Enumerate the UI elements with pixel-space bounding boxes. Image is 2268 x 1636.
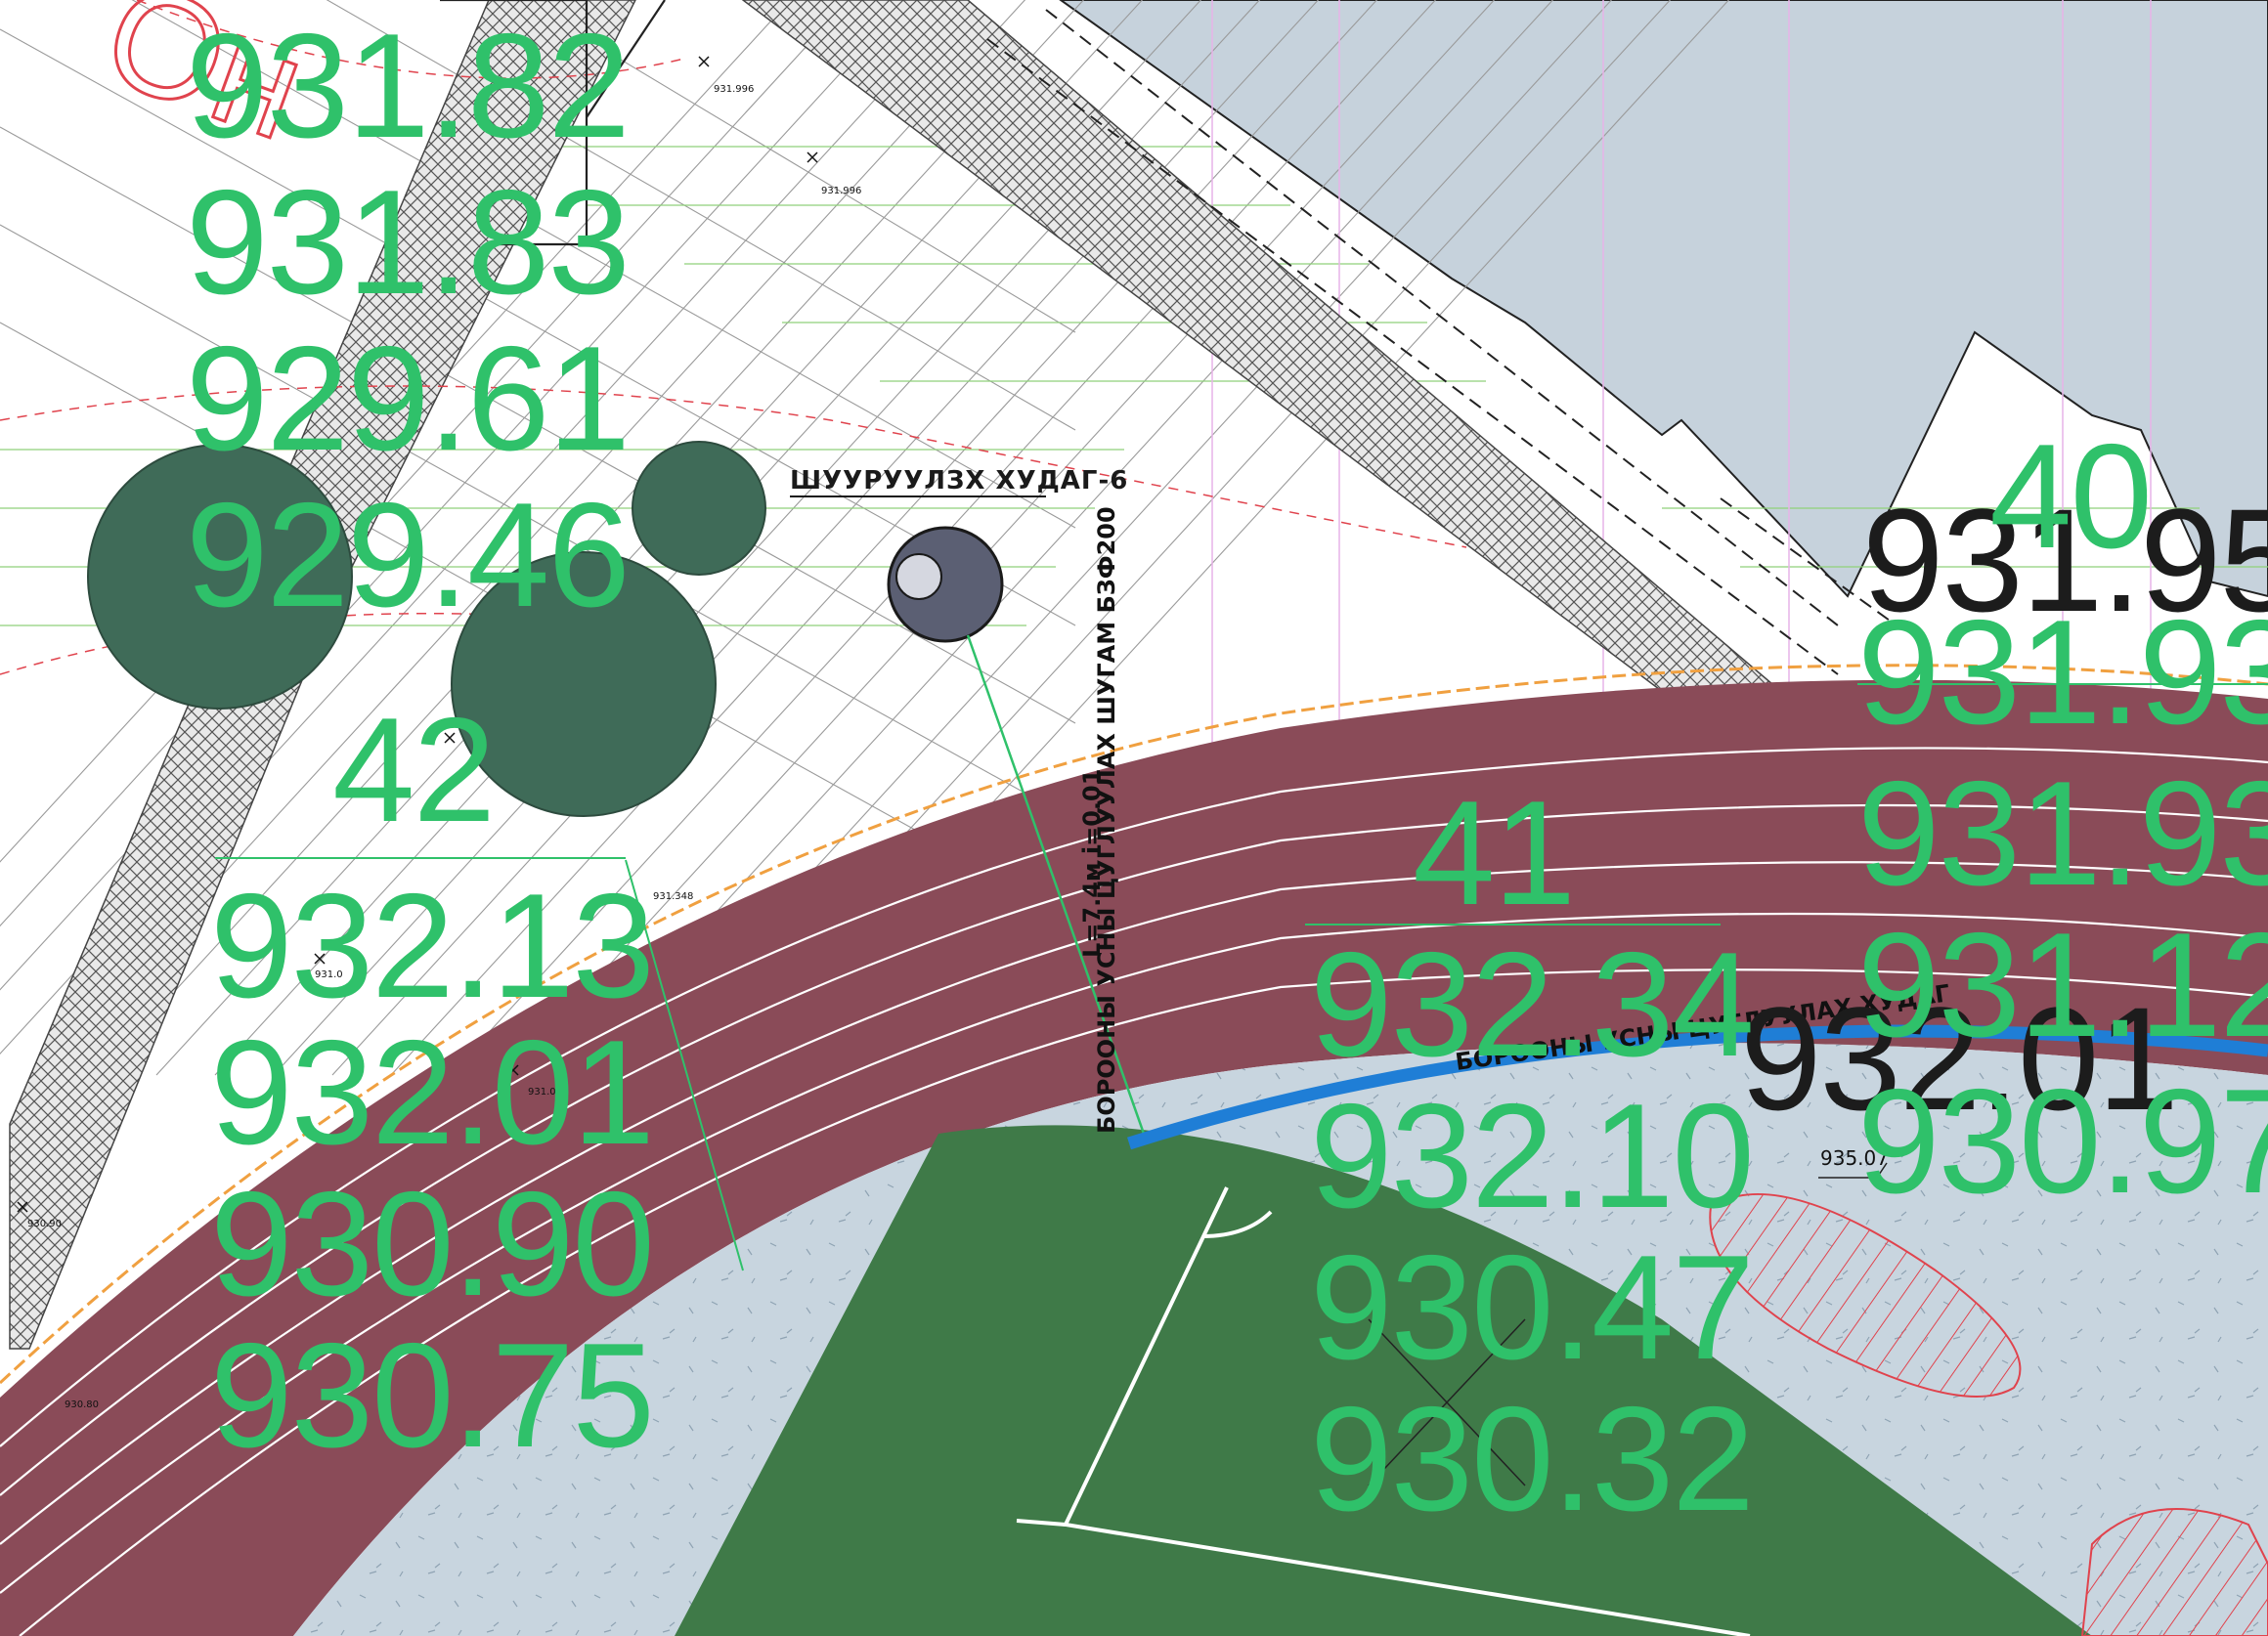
storm-pipe: [1127, 1024, 2268, 1150]
elevation-value: 930.97: [1857, 1058, 2268, 1225]
track-edge: [0, 664, 2268, 1385]
elevation-value: 931.12: [1857, 902, 2268, 1068]
elevation-value: 931.82: [186, 3, 629, 169]
elevation-value: 929.61: [186, 316, 629, 482]
track-lanes: [0, 747, 2268, 1636]
elevation-value: 930.90: [210, 1161, 653, 1327]
dark-elevation-label: 932.01: [1740, 976, 2177, 1141]
pipe-label-main: БОРООНЫ УСНЫ ЦУГЛУУЛАХ ШУГАМ БЗФ200: [1093, 506, 1120, 1134]
elevation-value: 931.93: [1857, 589, 2268, 755]
elevation-value: 929.46: [186, 472, 629, 638]
dim-lines: [1368, 1162, 1888, 1486]
elevation-value: 930.47: [1310, 1225, 1753, 1391]
hatched-strip-left: [9, 0, 636, 1350]
well-label: ШУУРУУЛЗХ ХУДАГ-6: [790, 466, 1128, 495]
label-leaders: [215, 683, 2268, 1271]
red-hatched-zone-2: [2080, 1508, 2268, 1636]
boundary-dashed: [986, 9, 1897, 675]
field-markings: [1016, 1186, 1751, 1636]
station-number: 41: [1413, 770, 1574, 936]
tiny-level: 931.996: [714, 84, 754, 95]
tiny-level: 931.0: [315, 969, 343, 980]
building-footprint: [1059, 0, 2268, 598]
structure-outline: [440, 0, 666, 246]
elevation-value: 932.13: [210, 863, 653, 1029]
running-track: [0, 679, 2268, 1636]
elevation-value: 931.93: [1857, 751, 2268, 917]
elevation-value: 932.10: [1310, 1073, 1753, 1239]
small-level-label: 935.07: [1820, 1146, 1889, 1170]
football-field: [675, 1125, 2092, 1636]
well-inner-icon: [895, 553, 942, 600]
red-hatched-zone: [1709, 1192, 2022, 1398]
pipe-leader: [966, 634, 1146, 1135]
tiny-level: 930.90: [27, 1219, 62, 1229]
tiny-level: 931.348: [653, 891, 693, 902]
tree-small: [632, 441, 766, 576]
elevation-value: 932.01: [210, 1010, 653, 1176]
elevation-value: 930.75: [210, 1313, 653, 1479]
tiny-level: 931.0: [528, 1087, 556, 1098]
pipe-label-length: L=7.4м i=0.01: [1078, 769, 1106, 958]
station-number: 40: [1989, 413, 2151, 580]
survey-points: [17, 56, 818, 1213]
tiny-level: 931.996: [821, 186, 861, 196]
dark-elevation-label: 931.95: [1862, 478, 2268, 642]
elevation-value: 932.34: [1310, 922, 1753, 1088]
elevation-value: 931.83: [186, 159, 629, 325]
tree-large: [87, 444, 353, 710]
station-number: 42: [332, 687, 494, 853]
elevation-value: 930.32: [1310, 1376, 1753, 1542]
tiny-level: 930.80: [65, 1399, 99, 1410]
tree-large: [451, 551, 717, 817]
